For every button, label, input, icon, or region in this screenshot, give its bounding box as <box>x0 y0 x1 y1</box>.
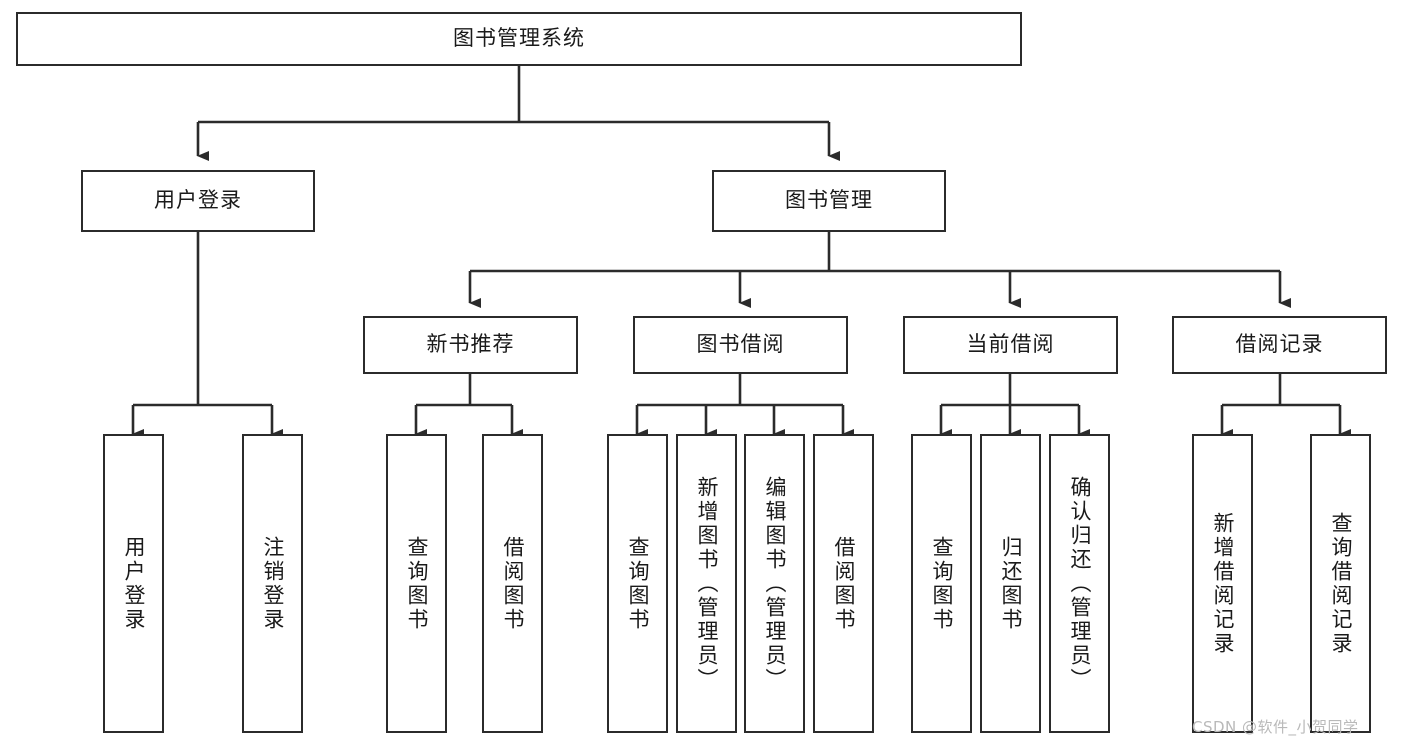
node-leaf-query-book-3-label: 查询图书 <box>930 535 954 632</box>
node-leaf-user-login-label: 用户登录 <box>122 535 146 632</box>
node-borrow-record[interactable]: 借阅记录 <box>1172 316 1387 374</box>
node-leaf-return-book-label: 归还图书 <box>999 535 1023 632</box>
node-borrow-record-label: 借阅记录 <box>1235 332 1324 357</box>
node-leaf-confirm-return[interactable]: 确认归还（管理员） <box>1049 434 1110 733</box>
node-leaf-add-record-label: 新增借阅记录 <box>1211 511 1235 656</box>
node-leaf-return-book[interactable]: 归还图书 <box>980 434 1041 733</box>
node-leaf-user-logout[interactable]: 注销登录 <box>242 434 303 733</box>
node-leaf-user-login[interactable]: 用户登录 <box>103 434 164 733</box>
node-book-manage[interactable]: 图书管理 <box>712 170 946 232</box>
node-user-login[interactable]: 用户登录 <box>81 170 315 232</box>
node-current-borrow[interactable]: 当前借阅 <box>903 316 1118 374</box>
node-leaf-query-book-1-label: 查询图书 <box>405 535 429 632</box>
node-leaf-borrow-book-1[interactable]: 借阅图书 <box>482 434 543 733</box>
node-leaf-borrow-book-1-label: 借阅图书 <box>501 535 525 632</box>
node-leaf-query-book-2[interactable]: 查询图书 <box>607 434 668 733</box>
node-leaf-query-record[interactable]: 查询借阅记录 <box>1310 434 1371 733</box>
node-current-borrow-label: 当前借阅 <box>966 332 1055 357</box>
node-leaf-query-book-1[interactable]: 查询图书 <box>386 434 447 733</box>
node-new-book-recommend[interactable]: 新书推荐 <box>363 316 578 374</box>
node-leaf-query-book-2-label: 查询图书 <box>626 535 650 632</box>
node-leaf-user-logout-label: 注销登录 <box>261 535 285 632</box>
node-leaf-add-record[interactable]: 新增借阅记录 <box>1192 434 1253 733</box>
node-leaf-confirm-return-label: 确认归还（管理员） <box>1068 475 1092 692</box>
node-book-borrow[interactable]: 图书借阅 <box>633 316 848 374</box>
node-leaf-add-book[interactable]: 新增图书（管理员） <box>676 434 737 733</box>
node-new-book-recommend-label: 新书推荐 <box>426 332 515 357</box>
node-leaf-edit-book[interactable]: 编辑图书（管理员） <box>744 434 805 733</box>
csdn-watermark: CSDN @软件_小贺同学 <box>1192 718 1359 736</box>
node-book-manage-label: 图书管理 <box>785 188 873 213</box>
node-book-borrow-label: 图书借阅 <box>696 332 785 357</box>
node-leaf-edit-book-label: 编辑图书（管理员） <box>763 475 787 692</box>
node-leaf-borrow-book-2-label: 借阅图书 <box>832 535 856 632</box>
node-leaf-query-record-label: 查询借阅记录 <box>1329 511 1353 656</box>
node-leaf-query-book-3[interactable]: 查询图书 <box>911 434 972 733</box>
node-root[interactable]: 图书管理系统 <box>16 12 1022 66</box>
node-leaf-add-book-label: 新增图书（管理员） <box>695 475 719 692</box>
node-leaf-borrow-book-2[interactable]: 借阅图书 <box>813 434 874 733</box>
node-root-label: 图书管理系统 <box>453 26 585 51</box>
node-user-login-label: 用户登录 <box>154 188 242 213</box>
